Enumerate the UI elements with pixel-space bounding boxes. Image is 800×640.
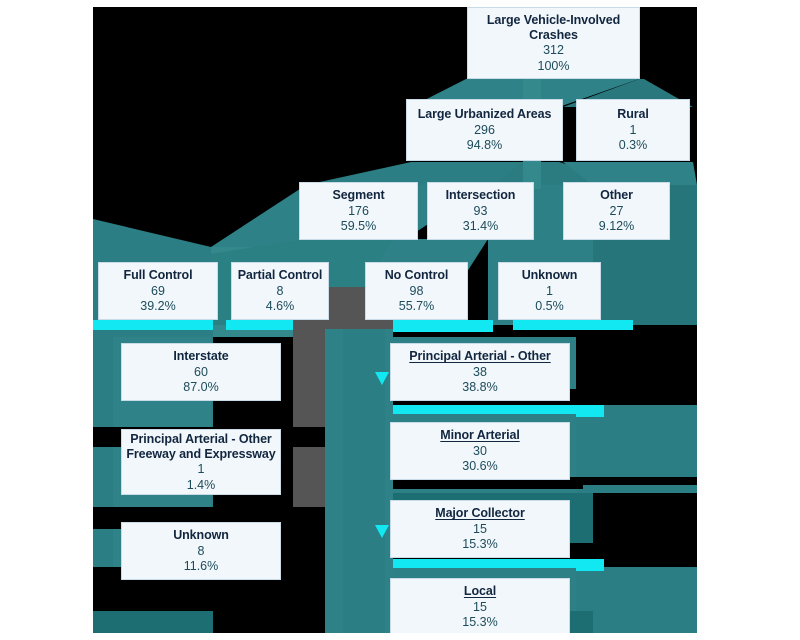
node-interstate[interactable]: Interstate 60 87.0% xyxy=(121,343,281,401)
node-title: Partial Control xyxy=(237,268,323,283)
node-value: 93 xyxy=(473,203,488,218)
node-unknown-functional-class[interactable]: Unknown 8 11.6% xyxy=(121,522,281,580)
node-local[interactable]: Local 15 15.3% xyxy=(390,578,570,633)
node-root[interactable]: Large Vehicle-Involved Crashes 312 100% xyxy=(467,7,640,79)
node-partial-control[interactable]: Partial Control 8 4.6% xyxy=(231,262,329,320)
diagram-canvas: Large Vehicle-Involved Crashes 312 100% … xyxy=(93,7,697,633)
node-title: Full Control xyxy=(123,268,193,283)
node-large-urbanized-areas[interactable]: Large Urbanized Areas 296 94.8% xyxy=(406,99,563,161)
node-percent: 9.12% xyxy=(598,219,635,234)
node-value: 1 xyxy=(629,122,637,137)
node-title: Minor Arterial xyxy=(440,428,520,443)
node-value: 30 xyxy=(473,443,487,458)
node-value: 27 xyxy=(609,203,624,218)
node-title: Interstate xyxy=(173,349,229,364)
node-title: Segment xyxy=(332,188,385,203)
node-value: 60 xyxy=(194,364,208,379)
node-title: Rural xyxy=(617,107,649,122)
node-percent: 11.6% xyxy=(183,559,219,574)
node-title: Intersection xyxy=(445,188,516,203)
node-percent: 55.7% xyxy=(398,299,435,314)
node-percent: 0.5% xyxy=(535,299,564,314)
node-no-control[interactable]: No Control 98 55.7% xyxy=(365,262,468,320)
node-intersection[interactable]: Intersection 93 31.4% xyxy=(427,182,534,240)
node-value: 296 xyxy=(474,122,495,137)
node-percent: 15.3% xyxy=(462,537,498,552)
node-value: 8 xyxy=(197,543,205,558)
node-percent: 59.5% xyxy=(340,219,377,234)
node-percent: 94.8% xyxy=(466,138,503,153)
node-percent: 31.4% xyxy=(462,219,499,234)
node-title: Principal Arterial - Other xyxy=(409,349,551,364)
node-percent: 38.8% xyxy=(462,380,498,395)
node-value: 98 xyxy=(409,283,424,298)
node-unknown-control[interactable]: Unknown 1 0.5% xyxy=(498,262,601,320)
node-percent: 1.4% xyxy=(186,477,216,492)
node-percent: 4.6% xyxy=(265,299,295,314)
node-principal-arterial-other[interactable]: Principal Arterial - Other 38 38.8% xyxy=(390,343,570,401)
node-percent: 30.6% xyxy=(462,459,498,474)
node-percent: 100% xyxy=(537,58,570,73)
node-minor-arterial[interactable]: Minor Arterial 30 30.6% xyxy=(390,422,570,480)
node-title: Local xyxy=(463,584,497,599)
node-title: Large Urbanized Areas xyxy=(417,107,552,122)
node-percent: 39.2% xyxy=(140,299,176,314)
node-segment[interactable]: Segment 176 59.5% xyxy=(299,182,418,240)
node-title: Major Collector xyxy=(435,506,525,521)
node-title: No Control xyxy=(384,268,449,283)
node-value: 15 xyxy=(473,599,487,614)
node-value: 312 xyxy=(543,43,564,57)
node-title: Unknown xyxy=(173,528,229,543)
node-rural[interactable]: Rural 1 0.3% xyxy=(576,99,690,161)
node-title: Principal Arterial - Other Freeway and E… xyxy=(126,432,276,461)
node-title: Large Vehicle-Involved Crashes xyxy=(486,13,621,42)
node-title: Other xyxy=(600,188,633,203)
node-value: 176 xyxy=(348,203,369,218)
node-percent: 0.3% xyxy=(618,138,648,153)
node-value: 8 xyxy=(276,283,284,298)
node-value: 1 xyxy=(197,462,205,476)
node-value: 15 xyxy=(473,521,487,536)
node-other[interactable]: Other 27 9.12% xyxy=(563,182,670,240)
node-principal-arterial-other-freeway-expressway[interactable]: Principal Arterial - Other Freeway and E… xyxy=(121,429,281,495)
node-full-control[interactable]: Full Control 69 39.2% xyxy=(98,262,218,320)
node-title: Unknown xyxy=(521,268,578,283)
node-percent: 87.0% xyxy=(183,380,219,395)
node-value: 38 xyxy=(473,364,487,379)
node-percent: 15.3% xyxy=(462,615,498,630)
node-value: 69 xyxy=(151,283,165,298)
node-value: 1 xyxy=(546,283,553,298)
node-major-collector[interactable]: Major Collector 15 15.3% xyxy=(390,500,570,558)
